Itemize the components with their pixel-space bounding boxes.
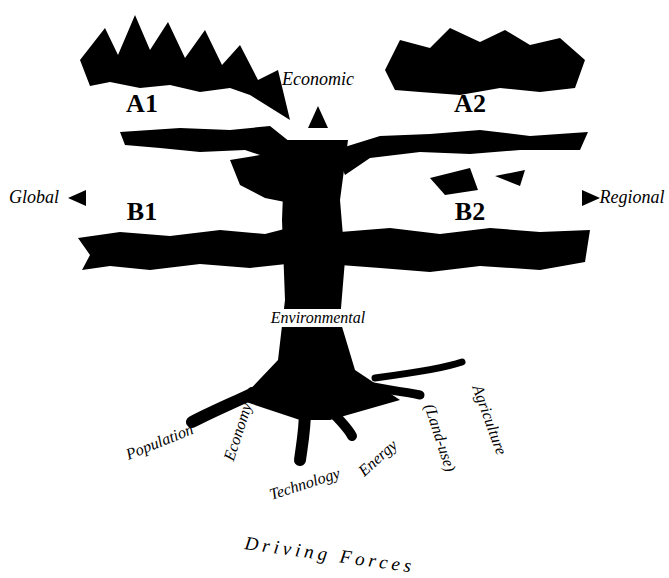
arrow-up [308,106,328,128]
arrow-left [68,190,86,206]
driving-force-label: (Land-use) [421,402,459,474]
axis-label: Regional [600,188,665,208]
arrow-right [582,190,600,206]
axis-label: Environmental [267,309,370,327]
driving-force-label: Technology [267,464,342,503]
scenario-label: B2 [455,198,485,227]
driving-force-label: Energy [355,436,401,480]
tree-foliage [78,15,590,420]
driving-force-label: Agriculture [469,383,511,458]
axis-label: Economic [282,70,354,90]
scenario-label: B1 [127,198,157,227]
axis-label: Global [9,188,59,208]
scenario-label: A2 [454,90,486,119]
axis-arrows [68,106,600,206]
scenario-label: A1 [126,90,158,119]
driving-force-label: Population [124,421,197,464]
caption-label: Driving Forces [243,533,416,578]
